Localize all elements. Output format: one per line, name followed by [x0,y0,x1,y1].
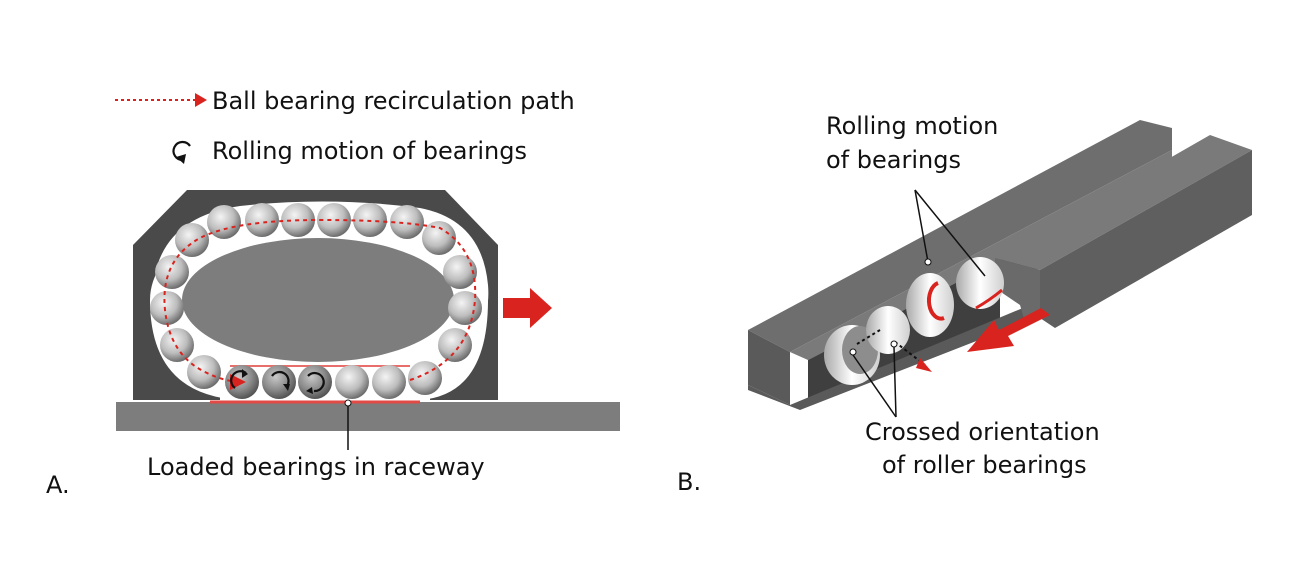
arrow-down-left-icon [967,308,1050,352]
ball-bearing [207,205,241,239]
ball-bearing [443,255,477,289]
rotation-mark-icon [926,281,945,321]
panel-a: Ball bearing recirculation path Rolling … [46,87,620,499]
ball-bearing [422,221,456,255]
ball-bearing [335,365,369,399]
rotate-icon [306,371,325,394]
panel-b: Rolling motion of bearings Crossed orien… [677,112,1252,496]
arrow-right-icon [503,288,552,328]
panel-label-b: B. [677,468,701,496]
ball-bearing [160,328,194,362]
callout-rolling-line2: of bearings [826,146,961,174]
rolling-icons [230,369,325,394]
rotation-mark-icon [975,288,1003,310]
rotate-icon [230,369,248,389]
roller [956,257,1004,309]
ball-bearing [245,203,279,237]
ball-bearing [317,203,351,237]
callout-loaded-bearings: Loaded bearings in raceway [147,453,485,481]
callout-crossed-line2: of roller bearings [882,451,1087,479]
base-rail [116,402,620,431]
guide-block [995,135,1252,270]
legend-label-rolling: Rolling motion of bearings [212,137,527,165]
guide-rail-top [748,120,1172,352]
ball-bearing [438,328,472,362]
roller [866,306,910,354]
panel-label-a: A. [46,471,70,499]
callout-rolling-line1: Rolling motion [826,112,998,140]
ball-bearing [150,291,184,325]
ball-bearing [175,223,209,257]
rotate-icon [271,370,290,391]
recirculation-path [163,218,477,390]
ball-bearing [187,355,221,389]
dashed-arrow-icon [115,93,207,107]
ball-bearing [298,365,332,399]
rotate-icon [172,140,191,164]
ball-bearing [262,365,296,399]
ball-bearing [155,255,189,289]
ball-bearing [390,205,424,239]
legend-label-path: Ball bearing recirculation path [212,87,575,115]
callout-crossed-line1: Crossed orientation [865,418,1100,446]
ball-bearing [372,365,406,399]
ball-bearing [448,291,482,325]
legend: Ball bearing recirculation path Rolling … [115,87,575,165]
inner-core [182,238,454,362]
